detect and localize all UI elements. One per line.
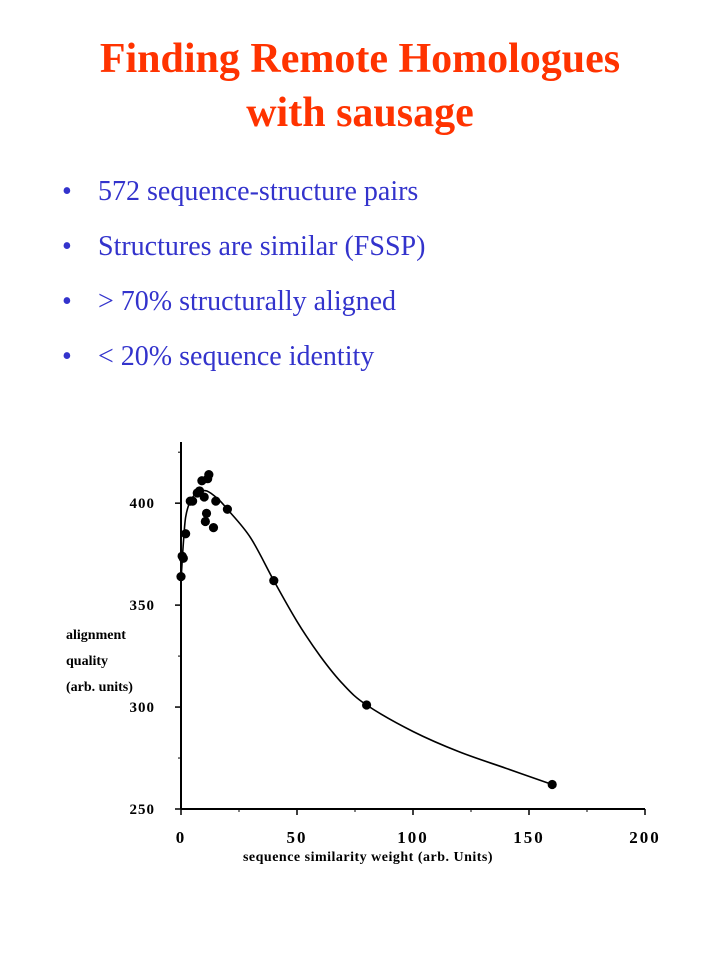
data-point — [176, 571, 186, 582]
y-axis-label-line: quality — [66, 654, 108, 669]
bullet-item: • 572 sequence-structure pairs — [62, 170, 425, 225]
y-tick-label: 300 — [130, 700, 156, 716]
alignment-quality-chart: 250 300 350 400 0 50 100 150 200 sequence similar… — [66, 442, 661, 865]
bullet-dot-icon: • — [62, 341, 72, 372]
bullet-text: > 70% structurally aligned — [98, 286, 397, 317]
fit-curve — [180, 489, 553, 786]
bullet-item: • Structures are similar (FSSP) — [62, 225, 425, 280]
bullet-list: • 572 sequence-structure pairs • Structure… — [62, 170, 425, 390]
x-tick-label: 0 — [176, 828, 187, 847]
slide-title: Finding Remote Homologues with sausage — [0, 32, 720, 140]
y-axis-label-line: alignment — [66, 628, 126, 643]
data-point — [204, 470, 214, 480]
bullet-dot-icon: • — [62, 286, 72, 317]
data-point — [362, 700, 372, 710]
x-tick-label: 150 — [513, 828, 545, 847]
slide-title-line-2: with sausage — [246, 90, 474, 136]
data-point — [199, 492, 209, 502]
data-point — [208, 523, 219, 533]
data-point — [269, 576, 279, 586]
data-point — [222, 504, 232, 514]
bullet-text: Structures are similar (FSSP) — [98, 231, 426, 262]
data-point — [181, 529, 191, 539]
y-tick-label: 400 — [130, 496, 156, 512]
bullet-item: • < 20% sequence identity — [62, 335, 425, 390]
y-tick-label: 350 — [130, 598, 156, 614]
data-point — [211, 496, 221, 506]
y-axis-label-line: (arb. units) — [66, 680, 133, 695]
bullet-text: < 20% sequence identity — [98, 341, 375, 372]
data-point — [178, 553, 188, 563]
data-point — [547, 779, 557, 790]
x-tick-label: 200 — [629, 828, 661, 847]
bullet-dot-icon: • — [62, 231, 72, 262]
data-point — [200, 516, 210, 527]
x-tick-label: 50 — [287, 828, 308, 847]
bullet-item: • > 70% structurally aligned — [62, 280, 425, 335]
data-point — [188, 496, 198, 506]
slide-title-line-1: Finding Remote Homologues — [99, 36, 621, 82]
y-tick-label: 250 — [130, 802, 156, 818]
bullet-text: 572 sequence-structure pairs — [98, 176, 419, 207]
data-point — [201, 508, 212, 518]
x-axis-label: sequence similarity weight (arb. Units) — [243, 850, 493, 865]
bullet-dot-icon: • — [62, 176, 72, 207]
x-tick-label: 100 — [397, 828, 429, 847]
